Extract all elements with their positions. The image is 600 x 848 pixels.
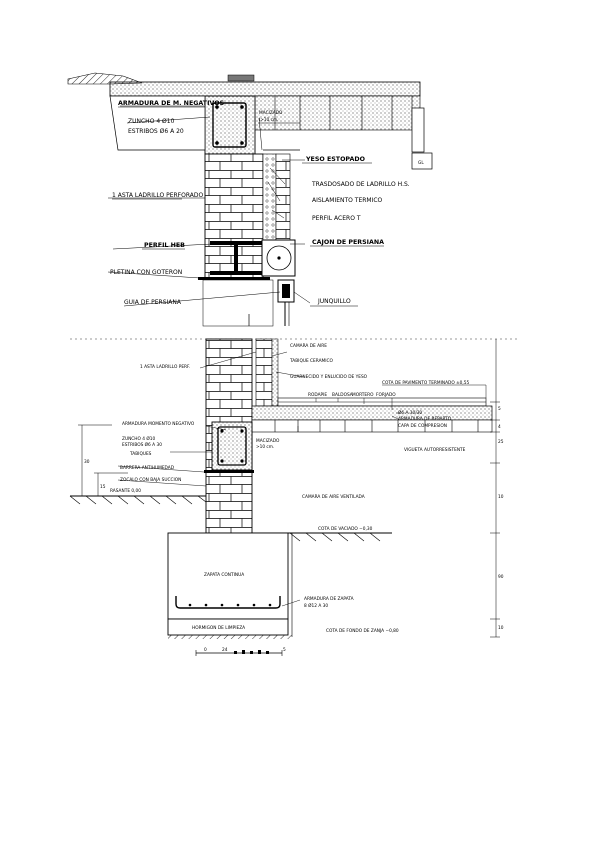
scale-mid: 24: [222, 647, 228, 653]
label-armadura-zapata: ARMADURA DE ZAPATA: [304, 596, 354, 602]
pletina: [198, 277, 270, 280]
rebars: [215, 105, 244, 145]
dimension-lines: [78, 339, 500, 638]
label-armadura-reparto: ARMADURA DE REPARTO: [398, 416, 452, 422]
scale-end: 5: [283, 647, 286, 653]
label-hormigon: HORMIGON DE LIMPIEZA: [192, 625, 245, 631]
window-sill-box: [202, 279, 274, 327]
label-zapata: ZAPATA CONTINUA: [204, 572, 244, 578]
label-forjado: FORJADO: [376, 392, 396, 398]
label-camara-top: CAMARA DE AIRE: [290, 343, 327, 349]
label-tabique: TABIQUE CERAMICO: [289, 358, 333, 364]
label-pletina: PLETINA CON GOTERON: [110, 269, 182, 276]
slab-beams: [254, 95, 421, 131]
inner-leaf: [275, 153, 291, 241]
top-slab: [109, 81, 421, 97]
dim-left-2: 15: [100, 484, 106, 490]
label-mortero: MORTERO: [352, 392, 374, 398]
roof-cap: [227, 74, 255, 82]
label-asta: 1 ASTA LADRILLO PERFORADO: [112, 192, 203, 199]
footing-rebar: [175, 596, 281, 609]
dim-right-4: 10: [498, 494, 504, 500]
label-armadura: ARMADURA DE M. NEGATIVOS: [118, 100, 225, 107]
label-estribos-lower: ESTRIBOS Ø6 A 30: [122, 441, 162, 448]
label-macizado-cm: l>10 cm.: [259, 117, 279, 123]
label-armadura-momento: ARMADURA MOMENTO NEGATIVO: [122, 421, 195, 427]
label-rasante: RASANTE 0,00: [110, 488, 141, 494]
plaster-layer: [271, 338, 279, 407]
label-perfil-heb: PERFIL HEB: [144, 242, 185, 249]
footing: [167, 532, 289, 620]
label-estribos: ESTRIBOS Ø6 A 20: [128, 128, 184, 135]
dim-right-3: 25: [498, 439, 504, 445]
label-guia: GUIA DE PERSIANA: [124, 299, 182, 306]
edge-mark: GL: [418, 160, 424, 166]
label-rodapie: RODAPIE: [308, 392, 327, 398]
label-macizado-cm-lower: >10 cm.: [256, 444, 274, 450]
label-barrera: BARRERA ANTIHUMEDAD: [120, 465, 175, 471]
label-camara: CAMARA DE AIRE VENTILADA: [302, 494, 365, 500]
label-cajon: CAJON DE PERSIANA: [312, 239, 384, 246]
label-guarnecido: GUARNECIDO Y ENLUCIDO DE YESO: [290, 374, 368, 380]
scale-bar: 0 24 5: [195, 647, 286, 656]
insulation-layer: [262, 153, 277, 241]
label-capa: CAPA DE COMPRESION: [398, 423, 447, 429]
foundation-detail: 30 15 5 4 25 10 90 10 CAMARA DE AIRE: [69, 338, 520, 656]
label-yeso: YESO ESTOPADO: [305, 156, 366, 163]
ground-line: [69, 495, 207, 505]
label-vigueta: VIGUETA AUTORRESISTENTE: [404, 447, 466, 453]
label-cota-fondo: COTA DE FONDO DE ZANJA −0,80: [326, 628, 399, 634]
label-junquillo: JUNQUILLO: [317, 298, 351, 305]
label-perfil-acero: PERFIL ACERO T: [312, 215, 361, 222]
roof-stone: [67, 72, 143, 85]
dim-right-5: 90: [498, 574, 504, 580]
dim-right-6: 10: [498, 625, 504, 631]
label-zocalo: ZOCALO CON BAJA SUCCION: [120, 477, 181, 483]
label-cota-vaciado: COTA DE VACIADO −0,30: [318, 526, 373, 532]
dim-right-1: 5: [498, 406, 501, 412]
label-asta-perf: 1 ASTA LADRILLO PERF.: [140, 364, 190, 370]
gl-box: [411, 152, 433, 170]
label-baldosa: BALDOSA: [332, 392, 353, 398]
dim-left-1: 30: [84, 459, 90, 465]
slab-edge: [411, 107, 425, 153]
ring-beam-lower: [211, 421, 253, 471]
scale-start: 0: [204, 647, 207, 653]
ring-beam-stirrup: [212, 102, 247, 148]
dim-right-2: 4: [498, 424, 501, 430]
label-zuncho: ZUNCHO 4 Ø10: [128, 118, 175, 125]
damp-barrier: [204, 470, 254, 473]
label-macizado: MACIZADO: [259, 110, 283, 116]
label-tabiques: TABIQUES: [129, 451, 152, 457]
label-armadura-zapata-spec: 8 Ø12 A 30: [304, 602, 328, 609]
label-mallazo: Ø6 A 30/30: [398, 409, 422, 416]
left-slab: [109, 95, 206, 151]
label-aislamiento: AISLAMIENTO TERMICO: [312, 197, 383, 204]
heb-profile: [210, 241, 262, 275]
label-zuncho-lower: ZUNCHO 4 Ø10: [122, 435, 155, 442]
label-cota-pavimento: COTA DE PAVIMENTO TERMINADO ±0,55: [382, 380, 470, 386]
lintel-detail: GL: [67, 72, 433, 327]
label-macizado-lower: MACIZADO: [256, 438, 280, 444]
label-trasdosado: TRASDOSADO DE LADRILLO H.S.: [311, 181, 410, 188]
inner-leaf-lower: [255, 338, 273, 407]
compression-slab: [251, 405, 493, 421]
